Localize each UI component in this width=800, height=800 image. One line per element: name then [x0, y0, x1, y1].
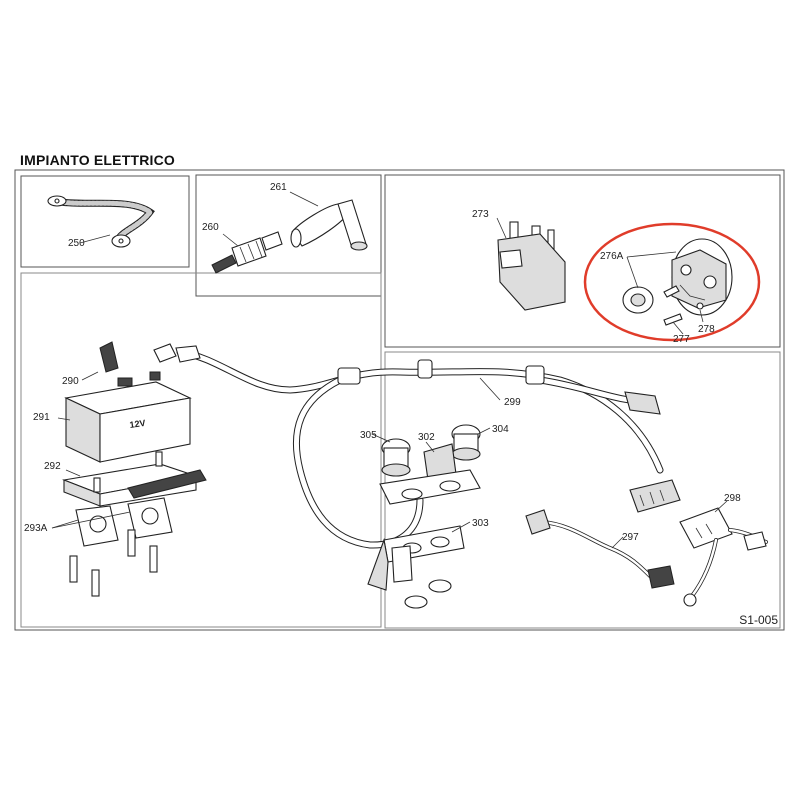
battery-291: 12V	[57, 341, 201, 463]
battery-voltage-label: 12V	[129, 418, 146, 430]
ground-cable-250	[47, 195, 155, 248]
spark-plug-260	[211, 231, 283, 274]
panel-ignition	[384, 174, 781, 348]
label-305: 305	[360, 430, 377, 441]
relay-273	[496, 217, 566, 311]
battery-tray-292	[61, 451, 207, 507]
label-260: 260	[202, 222, 219, 233]
panel-spark-plug	[195, 174, 382, 297]
bracket-302	[379, 441, 481, 505]
switch-305	[371, 433, 411, 477]
panel-left	[20, 272, 382, 628]
panel-ground-cable	[20, 175, 190, 268]
label-273: 273	[472, 209, 489, 220]
label-303: 303	[472, 518, 489, 529]
cable-297	[525, 509, 675, 589]
clamps-293A	[51, 497, 173, 597]
ignition-rotor-276A	[622, 238, 733, 335]
label-250: 250	[68, 238, 85, 249]
label-292: 292	[44, 461, 61, 472]
label-298: 298	[724, 493, 741, 504]
label-291: 291	[33, 412, 50, 423]
wiring-harness-299	[176, 348, 664, 549]
highlight-circle	[583, 222, 761, 342]
diagram-code: S1-005	[739, 613, 778, 627]
label-302: 302	[418, 432, 435, 443]
label-261: 261	[270, 182, 287, 193]
label-304: 304	[492, 424, 509, 435]
label-297: 297	[622, 532, 639, 543]
regulator-298	[679, 500, 768, 607]
bracket-303	[367, 521, 471, 609]
label-299: 299	[504, 397, 521, 408]
part-labels: 250 260 261 273 276A 277 278 290 291 292…	[24, 182, 741, 543]
label-293A: 293A	[24, 523, 48, 534]
label-290: 290	[62, 376, 79, 387]
label-278: 278	[698, 324, 715, 335]
outer-frame	[14, 169, 785, 631]
label-277: 277	[673, 334, 690, 345]
plug-cap-261	[289, 191, 368, 251]
diagram-title: IMPIANTO ELETTRICO	[20, 152, 176, 168]
label-276A: 276A	[600, 251, 624, 262]
connector-block	[629, 479, 681, 513]
switch-304	[451, 424, 491, 461]
